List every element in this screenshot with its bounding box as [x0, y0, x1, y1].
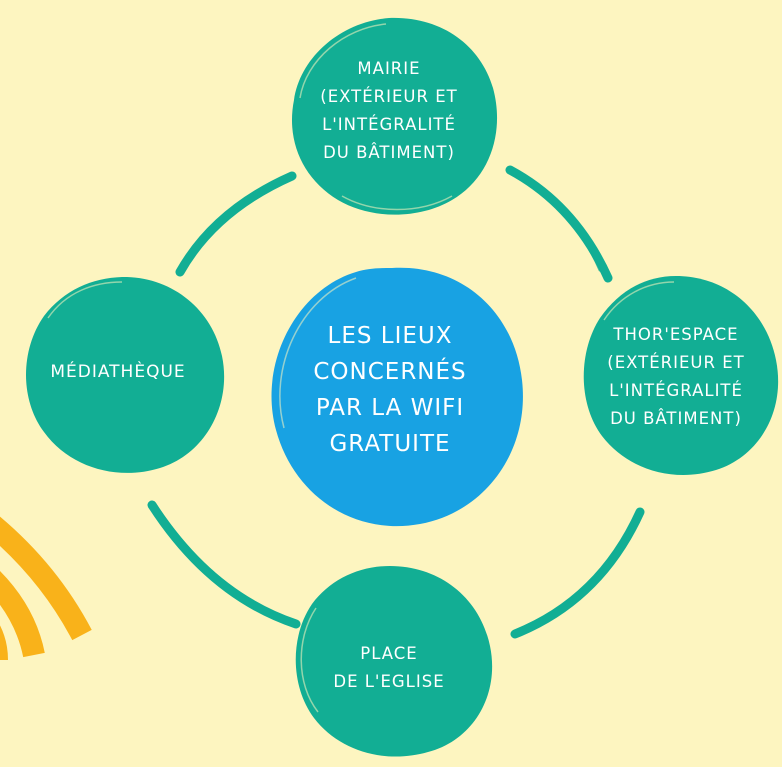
node-mediatheque-label: MÉDIATHÈQUE [50, 362, 186, 382]
node-place-eglise-label: PLACE DE L'EGLISE [333, 644, 445, 691]
node-thorespace-label: THOR'ESPACE (EXTÉRIEUR ET L'INTÉGRALITÉ … [607, 325, 745, 428]
node-mairie: MAIRIE (EXTÉRIEUR ET L'INTÉGRALITÉ DU BÂ… [300, 44, 478, 178]
connector-top-right [505, 165, 613, 283]
connector-top-left [175, 171, 297, 277]
wifi-arcs-icon [0, 516, 92, 660]
connectors [147, 165, 645, 639]
node-right-circle [583, 276, 779, 475]
brush-texture [47, 23, 675, 713]
center-circle [271, 267, 523, 527]
node-thorespace: THOR'ESPACE (EXTÉRIEUR ET L'INTÉGRALITÉ … [578, 310, 774, 444]
node-mediatheque: MÉDIATHÈQUE [18, 345, 218, 399]
center-node-label: LES LIEUX CONCERNÉS PAR LA WIFI GRATUITE [313, 323, 467, 457]
node-circles [26, 17, 779, 757]
node-mairie-label: MAIRIE (EXTÉRIEUR ET L'INTÉGRALITÉ DU BÂ… [320, 59, 458, 162]
node-place-eglise: PLACE DE L'EGLISE [300, 620, 478, 716]
node-bottom-circle [295, 566, 493, 757]
connector-bottom-right [510, 507, 645, 639]
center-node: LES LIEUX CONCERNÉS PAR LA WIFI GRATUITE [290, 300, 490, 480]
connector-bottom-left [147, 500, 301, 629]
node-top-circle [291, 17, 498, 215]
node-left-circle [26, 276, 225, 473]
